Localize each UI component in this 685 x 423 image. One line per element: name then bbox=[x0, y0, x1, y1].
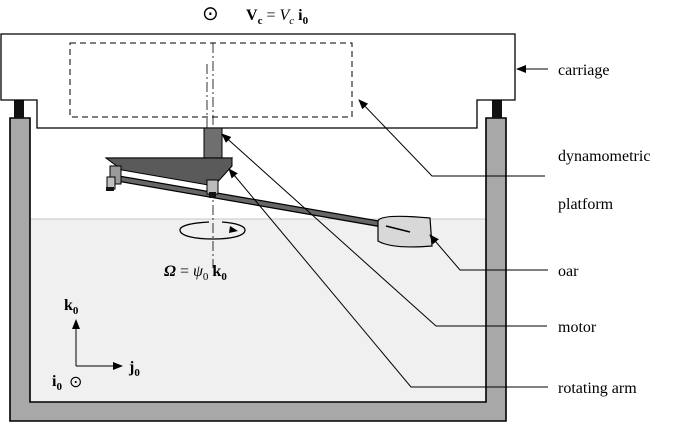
motor-shaft bbox=[203, 127, 223, 161]
rail-left bbox=[14, 100, 24, 118]
dynamometric-platform-outline bbox=[69, 42, 353, 118]
carriage bbox=[0, 33, 516, 129]
i-axis-label: i0 bbox=[52, 373, 62, 393]
omega-label: Ω = ψ0 k0 bbox=[164, 263, 227, 283]
tank-wall bbox=[9, 117, 507, 422]
oar-blade bbox=[377, 215, 433, 248]
rail-right bbox=[492, 100, 502, 118]
label-oar: oar bbox=[558, 263, 579, 280]
rotation-arrowhead bbox=[229, 226, 238, 233]
rotating-arm-leader bbox=[228, 168, 548, 388]
j-axis-label: j0 bbox=[128, 359, 140, 379]
oar-shaft-fill bbox=[113, 176, 394, 228]
label-carriage: carriage bbox=[558, 62, 610, 79]
rotation-ellipse bbox=[179, 221, 246, 240]
motor-leader bbox=[221, 133, 547, 327]
pivot-hub-base bbox=[209, 192, 216, 198]
dynamometric-leader bbox=[358, 99, 545, 177]
i-axis-symbol: ⊙ bbox=[69, 374, 82, 391]
k-axis-label: k0 bbox=[64, 297, 79, 317]
pivot-hub bbox=[206, 179, 219, 195]
label-platform: platform bbox=[558, 196, 614, 213]
label-motor: motor bbox=[558, 319, 597, 336]
water bbox=[30, 219, 486, 402]
oar-leader bbox=[429, 234, 548, 271]
label-dynamometric: dynamometric bbox=[558, 148, 650, 165]
velocity-label: Vc = Vc i0 bbox=[246, 7, 309, 27]
label-rotating-arm: rotating arm bbox=[558, 380, 637, 397]
arm-bracket-cap bbox=[106, 187, 114, 191]
oar-blade-tip bbox=[385, 225, 411, 233]
velocity-direction-symbol: ⊙ bbox=[202, 3, 219, 25]
